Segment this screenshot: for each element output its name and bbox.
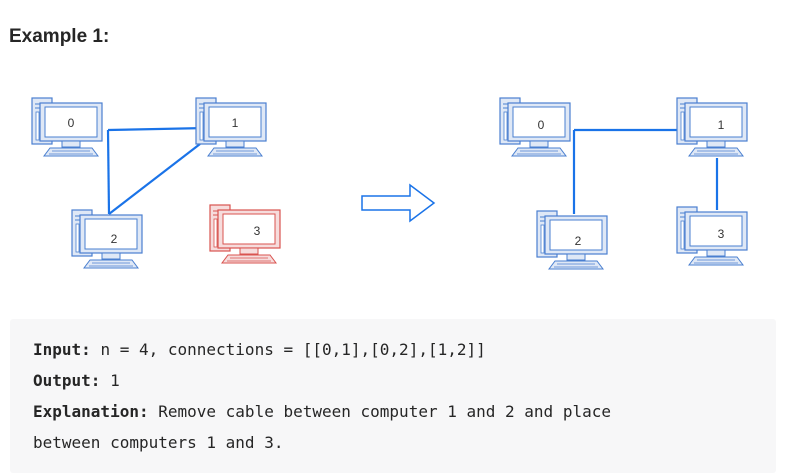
input-line: Input: n = 4, connections = [[0,1],[0,2]… bbox=[33, 340, 486, 360]
computer-3-disconnected: 3 bbox=[209, 204, 281, 264]
computer-0: 0 bbox=[499, 97, 571, 157]
output-line: Output: 1 bbox=[33, 371, 120, 391]
explanation-text-2: between computers 1 and 3. bbox=[33, 433, 284, 452]
computer-label: 0 bbox=[68, 116, 75, 130]
computer-label: 1 bbox=[718, 118, 725, 132]
computer-2: 2 bbox=[536, 210, 608, 270]
network-diagram: 0 1 2 3 0 1 2 3 bbox=[31, 97, 748, 270]
output-label: Output: bbox=[33, 371, 101, 390]
before-cables bbox=[106, 126, 208, 215]
computer-1: 1 bbox=[676, 97, 748, 157]
computer-label: 2 bbox=[575, 234, 582, 248]
cable-0-1 bbox=[107, 126, 208, 132]
example-code-block: Input: n = 4, connections = [[0,1],[0,2]… bbox=[10, 319, 776, 473]
explanation-label: Explanation: bbox=[33, 402, 149, 421]
cable-1-2 bbox=[108, 143, 201, 215]
computer-0: 0 bbox=[31, 97, 103, 157]
example-heading: Example 1: bbox=[9, 26, 110, 47]
computer-2: 2 bbox=[71, 209, 143, 269]
computer-label: 3 bbox=[718, 227, 725, 241]
cable-0-2 bbox=[106, 129, 111, 215]
input-label: Input: bbox=[33, 340, 91, 359]
computer-label: 3 bbox=[254, 224, 261, 238]
after-cables bbox=[572, 128, 719, 214]
explanation-continuation: between computers 1 and 3. bbox=[33, 433, 283, 453]
computer-label: 0 bbox=[538, 118, 545, 132]
computer-1: 1 bbox=[195, 97, 267, 157]
computer-3: 3 bbox=[676, 206, 748, 266]
input-value: n = 4, connections = [[0,1],[0,2],[1,2]] bbox=[100, 340, 486, 359]
right-arrow-icon bbox=[361, 183, 436, 223]
explanation-text-1: Remove cable between computer 1 and 2 an… bbox=[158, 402, 611, 421]
computer-label: 1 bbox=[232, 116, 239, 130]
output-value: 1 bbox=[110, 371, 120, 390]
computer-label: 2 bbox=[111, 232, 118, 246]
explanation-line: Explanation: Remove cable between comput… bbox=[33, 402, 611, 422]
